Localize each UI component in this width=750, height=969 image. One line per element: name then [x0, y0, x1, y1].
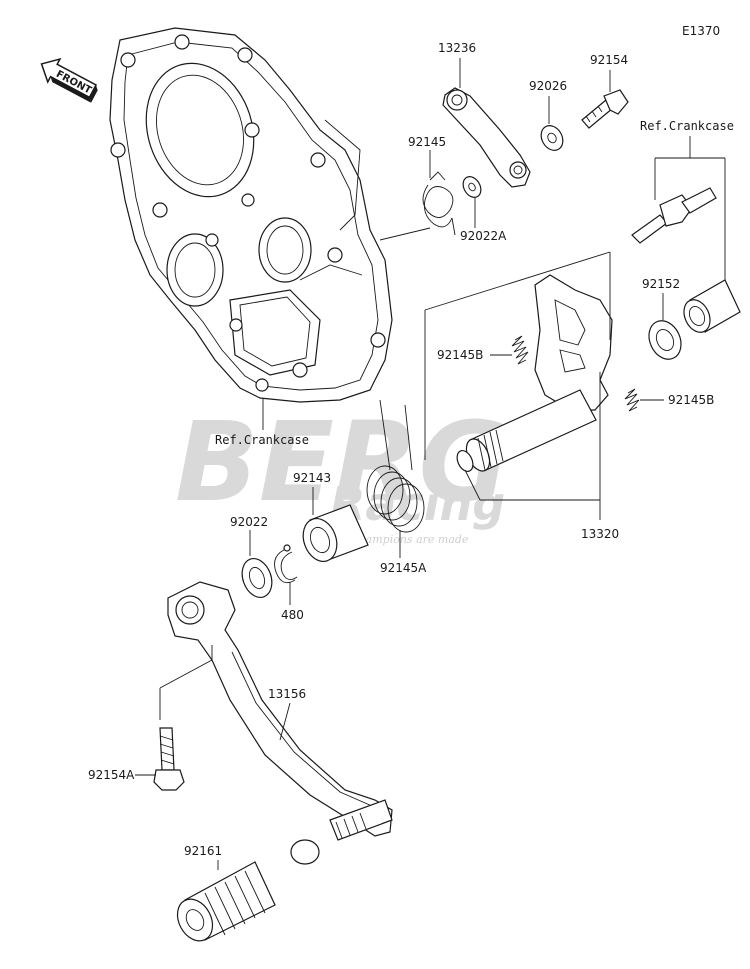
front-arrow-icon: FRONT — [40, 57, 98, 103]
ref-crankcase-top: Ref.Crankcase — [640, 119, 734, 133]
part-92022A — [462, 176, 482, 198]
part-13320 — [456, 274, 613, 472]
part-92161 — [176, 861, 276, 942]
label-13320: 13320 — [581, 527, 619, 541]
label-92145B-2: 92145B — [668, 393, 714, 407]
label-480: 480 — [281, 608, 304, 622]
part-92026 — [540, 125, 564, 151]
part-92145B-1 — [511, 335, 529, 365]
part-13236 — [442, 87, 531, 188]
label-92145B-1: 92145B — [437, 348, 483, 362]
diagram-code: E1370 — [682, 24, 720, 38]
part-ref-pin — [631, 187, 717, 244]
watermark: BERG Racing Where Champions are made — [175, 398, 509, 546]
part-92022 — [241, 558, 273, 598]
watermark-sub: Racing — [330, 477, 505, 531]
label-92143: 92143 — [293, 471, 331, 485]
label-92152: 92152 — [642, 277, 680, 291]
part-needle-bearing — [683, 279, 741, 333]
label-13236: 13236 — [438, 41, 476, 55]
part-92145A — [366, 399, 425, 533]
label-92026: 92026 — [529, 79, 567, 93]
label-92154A: 92154A — [88, 768, 135, 782]
part-13156 — [167, 581, 393, 865]
part-480 — [274, 544, 298, 584]
part-92145B-2 — [624, 388, 640, 412]
label-92022: 92022 — [230, 515, 268, 529]
part-92145 — [422, 171, 456, 236]
part-92154A — [153, 727, 185, 791]
ref-crankcase-bottom: Ref.Crankcase — [215, 433, 309, 447]
watermark-brand: BERG — [175, 398, 509, 526]
label-92145: 92145 — [408, 135, 446, 149]
label-92145A: 92145A — [380, 561, 427, 575]
part-92143 — [302, 504, 369, 562]
part-92152 — [648, 320, 682, 360]
label-13156: 13156 — [268, 687, 306, 701]
part-92154 — [581, 89, 629, 129]
crankcase-cover — [109, 27, 393, 403]
label-92154: 92154 — [590, 53, 628, 67]
label-92022A: 92022A — [460, 229, 507, 243]
label-92161: 92161 — [184, 844, 222, 858]
